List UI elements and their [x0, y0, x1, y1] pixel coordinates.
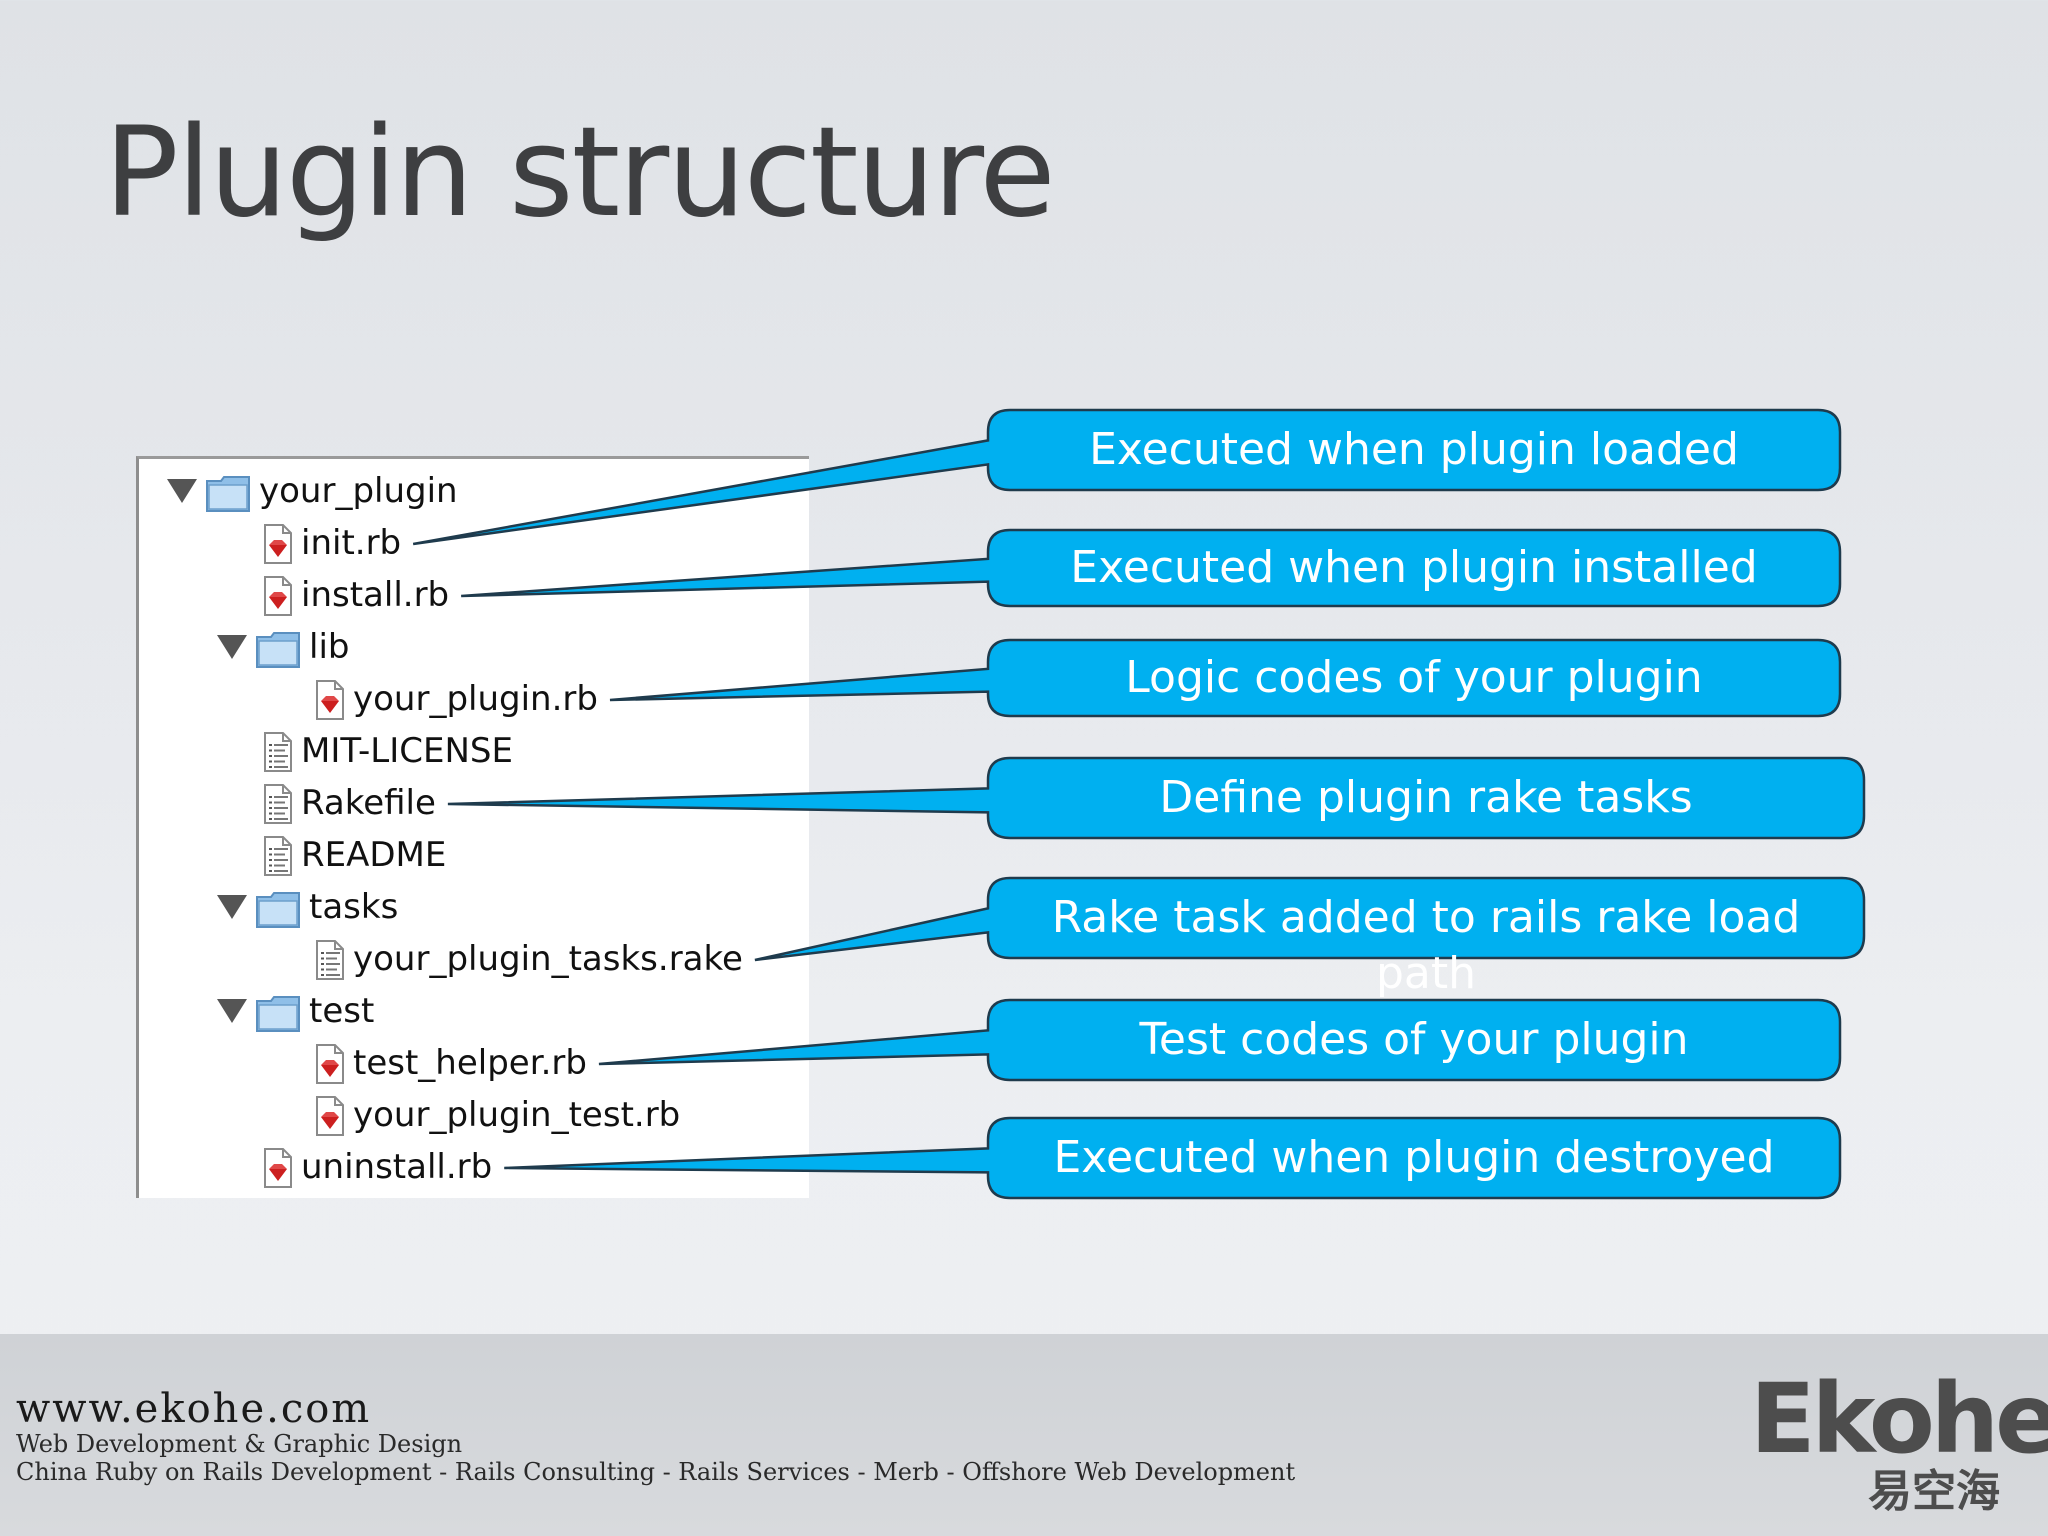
- folder-icon: [255, 993, 300, 1032]
- ruby-file-icon: [315, 1043, 344, 1084]
- callout-text: Define plugin rake tasks: [1159, 772, 1693, 823]
- tree-item-label: your_plugin_test.rb: [353, 1095, 681, 1135]
- callout-bubble: [504, 1116, 1842, 1200]
- footer-services: China Ruby on Rails Development - Rails …: [16, 1458, 1296, 1486]
- tree-item-label: your_plugin_tasks.rake: [353, 939, 743, 979]
- callout-overflow-text: path: [1375, 948, 1477, 999]
- tree-item-label: Rakefile: [301, 783, 436, 823]
- ruby-file-icon: [263, 575, 292, 616]
- tree-item-label: test: [309, 991, 375, 1031]
- logo-chinese: 易空海: [1868, 1466, 2000, 1517]
- text-file-icon: [263, 835, 292, 876]
- ruby-file-icon: [315, 679, 344, 720]
- tree-file-row[interactable]: install.rb: [263, 569, 449, 621]
- tree-file-row[interactable]: README: [263, 829, 446, 881]
- ruby-file-icon: [315, 1095, 344, 1136]
- callout-bubble: [598, 998, 1842, 1082]
- logo-wordmark: Ekohe: [1750, 1363, 2048, 1475]
- folder-icon: [255, 889, 300, 928]
- footer-tagline: Web Development & Graphic Design: [16, 1430, 463, 1458]
- tree-folder-row[interactable]: tasks: [217, 881, 398, 933]
- disclosure-triangle-icon[interactable]: [217, 895, 247, 919]
- text-file-icon: [315, 939, 344, 980]
- tree-item-label: README: [301, 835, 447, 875]
- slide-title: Plugin structure: [104, 101, 1056, 245]
- callout-text: Rake task added to rails rake load: [1051, 892, 1801, 943]
- tree-item-label: lib: [309, 627, 350, 667]
- callout-bubble: [447, 756, 1866, 840]
- callout-text: Logic codes of your plugin: [1125, 652, 1703, 703]
- folder-icon: [255, 629, 300, 668]
- tree-file-row[interactable]: test_helper.rb: [315, 1037, 587, 1089]
- tree-item-label: uninstall.rb: [301, 1147, 493, 1187]
- text-file-icon: [263, 731, 292, 772]
- callout-bubble: [412, 408, 1842, 546]
- callout-bubble: [461, 528, 1842, 608]
- callout-text: Test codes of your plugin: [1139, 1014, 1689, 1065]
- footer-url[interactable]: www.ekohe.com: [16, 1386, 372, 1432]
- callout-text: Executed when plugin installed: [1070, 542, 1758, 593]
- footer-band: [0, 1334, 2048, 1536]
- tree-item-label: MIT-LICENSE: [301, 731, 513, 771]
- tree-item-label: init.rb: [301, 523, 402, 563]
- callout-bubble: [754, 876, 1866, 962]
- disclosure-triangle-icon[interactable]: [167, 479, 197, 503]
- folder-icon: [205, 473, 250, 512]
- tree-file-row[interactable]: Rakefile: [263, 777, 436, 829]
- tree-file-row[interactable]: uninstall.rb: [263, 1141, 492, 1193]
- tree-file-row[interactable]: init.rb: [263, 517, 401, 569]
- tree-file-row[interactable]: your_plugin.rb: [315, 673, 598, 725]
- tree-folder-row[interactable]: your_plugin: [167, 465, 458, 517]
- disclosure-triangle-icon[interactable]: [217, 635, 247, 659]
- tree-item-label: install.rb: [301, 575, 450, 615]
- tree-item-label: your_plugin.rb: [353, 679, 598, 719]
- tree-file-row[interactable]: your_plugin_test.rb: [315, 1089, 680, 1141]
- tree-file-row[interactable]: your_plugin_tasks.rake: [315, 933, 743, 985]
- ruby-file-icon: [263, 523, 292, 564]
- text-file-icon: [263, 783, 292, 824]
- callout-bubble: [609, 638, 1842, 718]
- ruby-file-icon: [263, 1147, 292, 1188]
- tree-item-label: test_helper.rb: [353, 1043, 587, 1083]
- tree-item-label: tasks: [309, 887, 399, 927]
- tree-folder-row[interactable]: test: [217, 985, 374, 1037]
- callout-text: Executed when plugin loaded: [1089, 424, 1739, 475]
- disclosure-triangle-icon[interactable]: [217, 999, 247, 1023]
- tree-item-label: your_plugin: [259, 471, 458, 511]
- callout-text: Executed when plugin destroyed: [1053, 1132, 1775, 1183]
- tree-folder-row[interactable]: lib: [217, 621, 349, 673]
- tree-file-row[interactable]: MIT-LICENSE: [263, 725, 513, 777]
